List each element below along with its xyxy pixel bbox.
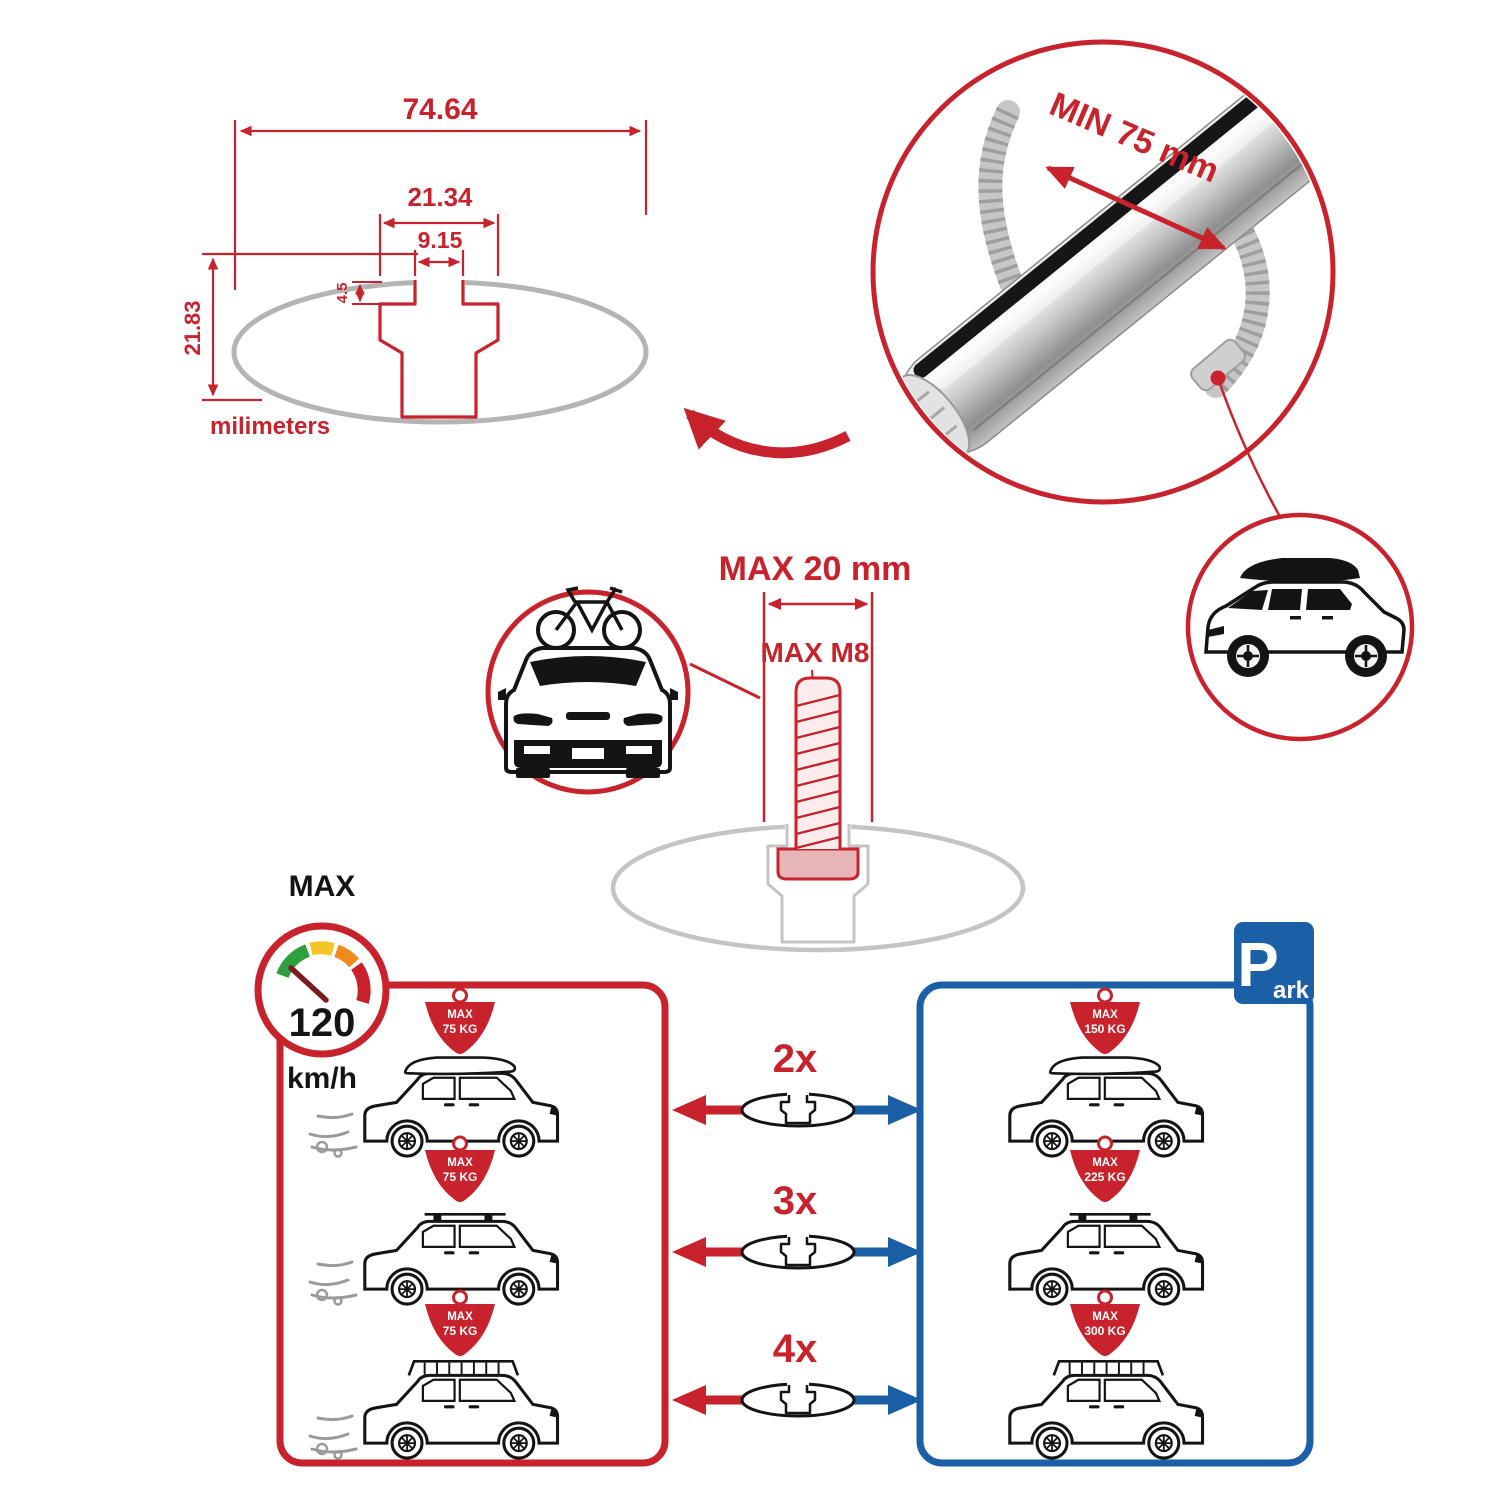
gauge-needle [288, 965, 329, 1003]
weight-flag [425, 1304, 495, 1356]
bolt-diagram: MAX 20 mm MAX M8 [610, 550, 1026, 953]
min-span-arrow [1045, 165, 1227, 251]
dimension-total-height [202, 252, 418, 402]
driving-car-row-2: MAX 75 KG [308, 1135, 560, 1306]
clamp-strap-left [978, 100, 1026, 302]
flag-title: MAX [1092, 1009, 1118, 1021]
multiplier-label: 3x [773, 1179, 818, 1223]
gauge-arcs [276, 941, 371, 1004]
flag-ring-icon [1097, 987, 1113, 1004]
weight-flag [1070, 1150, 1140, 1202]
flag-weight: 150 KG [1084, 1022, 1125, 1036]
suv-circle [1185, 512, 1415, 742]
flag-ring-icon [452, 1289, 468, 1306]
t-bolt [776, 676, 860, 881]
clamp-pointer-dot [1210, 370, 1226, 386]
park-sign: P ark [1234, 922, 1314, 1004]
flag-title: MAX [447, 1311, 473, 1323]
flag-ring-icon [452, 1135, 468, 1152]
speed-unit: km/h [287, 1062, 357, 1095]
flag-title: MAX [447, 1009, 473, 1021]
bolt-threads [795, 693, 841, 850]
left-arrow-icon [672, 1237, 706, 1267]
flag-title: MAX [1092, 1311, 1118, 1323]
flag-weight: 75 KG [443, 1324, 478, 1338]
roof-box-icon [1240, 558, 1360, 582]
multiplier-row-3: 4x [672, 1327, 922, 1418]
flag-title: MAX [1092, 1157, 1118, 1169]
bolt-connector-line [689, 662, 761, 700]
suv-illustration [1204, 558, 1406, 677]
flag-weight: 75 KG [443, 1170, 478, 1184]
total-width-label: 74.64 [402, 93, 477, 126]
clamp-foot [1190, 338, 1246, 392]
flag-weight: 300 KG [1084, 1324, 1125, 1338]
parked-car-row-3: MAX 300 KG [1008, 1289, 1205, 1460]
speed-value: 120 [289, 1001, 356, 1045]
windshield [530, 656, 646, 686]
right-arrow-icon [888, 1385, 922, 1415]
parked-car-row-2: MAX 225 KG [1008, 1135, 1205, 1306]
left-arrow-icon [672, 1095, 706, 1125]
right-arrow-icon [888, 1237, 922, 1267]
bolt-max-width-label: MAX 20 mm [719, 550, 912, 588]
slot-width-label: 9.15 [418, 227, 463, 253]
park-sign-p: P [1237, 931, 1278, 1000]
multiplier-row-2: 3x [672, 1179, 922, 1270]
channel-width-label: 21.34 [407, 182, 473, 212]
pointer-arrow [683, 407, 851, 459]
driving-car-row-3: MAX 75 KG [308, 1289, 560, 1460]
crossbar-profile-icon [740, 1090, 856, 1128]
multiplier-label: 4x [773, 1327, 818, 1371]
bolt-dimension-lines [762, 592, 874, 822]
multiplier-row-1: 2x [672, 1037, 922, 1128]
weight-flag [425, 1150, 495, 1202]
right-arrow-icon [888, 1095, 922, 1125]
total-height-label: 21.83 [180, 300, 205, 355]
t-slot-profile [378, 280, 500, 419]
car-front-circle [485, 586, 761, 795]
parked-car-row-1: MAX 150 KG [1008, 987, 1205, 1158]
headlight-right [623, 713, 663, 726]
crossbar-profile-icon [740, 1232, 856, 1270]
dimension-lip-height [352, 281, 382, 305]
driving-car-row-1: MAX 75 KG [308, 987, 560, 1158]
cross-section-diagram: 74.64 21.34 9.15 21.83 4.5 mili [180, 93, 851, 459]
dimension-total-width [233, 120, 648, 290]
headlight-left [513, 713, 553, 726]
flag-weight: 75 KG [443, 1022, 478, 1036]
lip-height-label: 4.5 [334, 283, 351, 304]
weight-flag [1070, 1304, 1140, 1356]
dimension-channel-width [378, 214, 500, 276]
speed-max-label: MAX [289, 870, 356, 903]
speed-gauge: MAX 120 km/h [254, 870, 390, 1095]
bolt-thread-label: MAX M8 [761, 637, 870, 668]
bar-photo-circle: MIN 75 mm [870, 39, 1336, 525]
park-sign-ark: ark [1273, 977, 1310, 1004]
left-arrow-icon [672, 1385, 706, 1415]
suv-wheels [1227, 635, 1387, 677]
flag-weight: 225 KG [1084, 1170, 1125, 1184]
flag-title: MAX [447, 1157, 473, 1169]
multiplier-label: 2x [773, 1037, 818, 1081]
crossbar-profile-icon [740, 1380, 856, 1418]
circle-connector-line [1218, 383, 1286, 525]
weight-flag [1070, 1002, 1140, 1054]
flag-ring-icon [1097, 1289, 1113, 1306]
t-bolt-head [776, 847, 860, 881]
weight-flag [425, 1002, 495, 1054]
flag-ring-icon [1097, 1135, 1113, 1152]
units-label: milimeters [210, 413, 330, 440]
car-front-illustration [498, 646, 678, 778]
flag-ring-icon [452, 987, 468, 1004]
